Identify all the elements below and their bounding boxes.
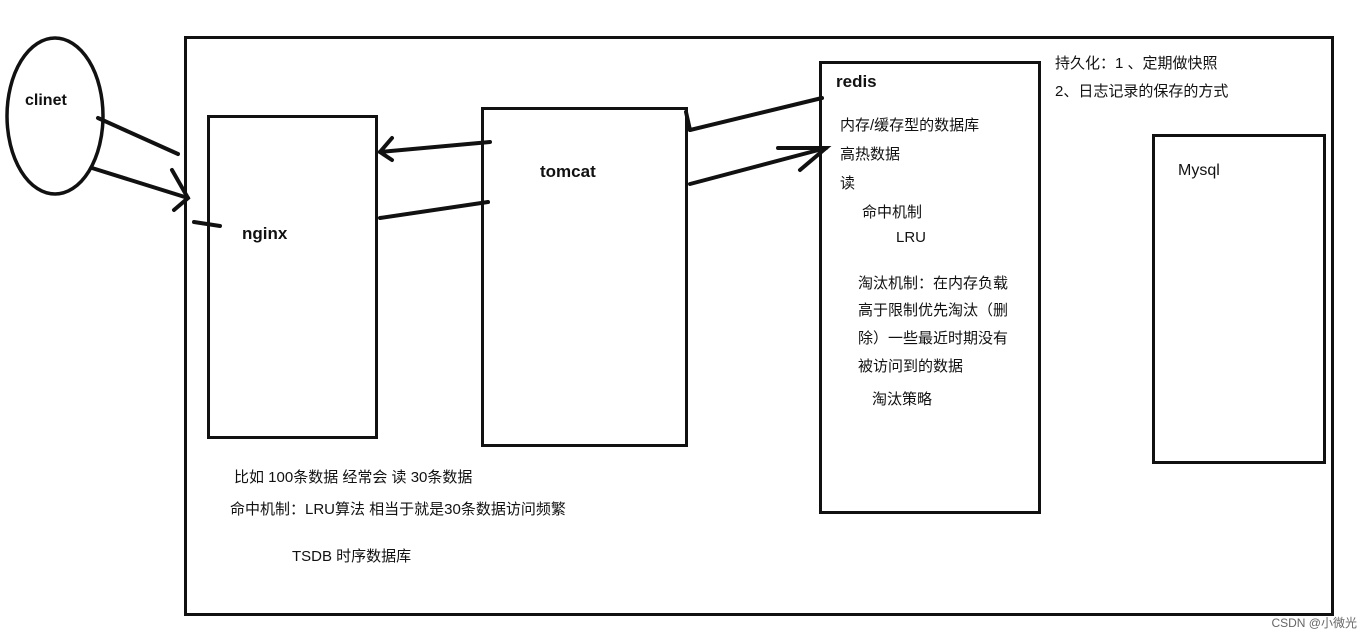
persistence-note: 2、日志记录的保存的方式 <box>1055 83 1229 100</box>
redis-note: 读 <box>840 175 856 192</box>
redis-note: 内存/缓存型的数据库 <box>840 117 980 134</box>
redis-note: LRU <box>896 229 927 246</box>
redis-node <box>819 61 1041 514</box>
redis-note: 高于限制优先淘汰（删 <box>858 302 1009 319</box>
client-label: clinet <box>25 92 67 109</box>
redis-note: 被访问到的数据 <box>858 358 964 375</box>
redis-to-tomcat-line <box>688 96 824 132</box>
redis-note: 除）一些最近时期没有 <box>858 330 1009 347</box>
watermark: CSDN @小微光 <box>1271 616 1357 630</box>
tomcat-to-nginx-line <box>378 140 492 154</box>
persistence-note: 持久化：1 、定期做快照 <box>1055 55 1218 72</box>
redis-note: 淘汰机制：在内存负载 <box>858 275 1009 292</box>
client-to-nginx-line-2 <box>90 166 190 200</box>
tomcat-to-nginx-arrowhead <box>377 136 394 162</box>
client-to-nginx-line-1 <box>96 116 180 156</box>
nginx-to-tomcat-line <box>378 200 490 220</box>
tomcat-node <box>481 107 688 447</box>
bottom-note: 比如 100条数据 经常会 读 30条数据 <box>234 469 473 486</box>
mysql-label: Mysql <box>1178 162 1220 179</box>
client-node <box>5 36 105 196</box>
outer-frame <box>184 36 1334 616</box>
client-to-nginx-arrowhead <box>170 168 191 212</box>
nginx-label: nginx <box>242 224 288 243</box>
tomcat-to-redis-line <box>688 146 828 186</box>
redis-note: 高热数据 <box>840 146 901 163</box>
tomcat-label: tomcat <box>540 162 596 181</box>
mysql-node <box>1152 134 1326 464</box>
nginx-node <box>207 115 378 439</box>
redis-note: 淘汰策略 <box>872 391 933 408</box>
bottom-note: TSDB 时序数据库 <box>292 548 412 565</box>
redis-label: redis <box>836 72 877 91</box>
bottom-note: 命中机制：LRU算法 相当于就是30条数据访问频繁 <box>230 501 566 518</box>
redis-note: 命中机制 <box>862 204 923 221</box>
tomcat-to-redis-arrowhead <box>776 146 832 172</box>
